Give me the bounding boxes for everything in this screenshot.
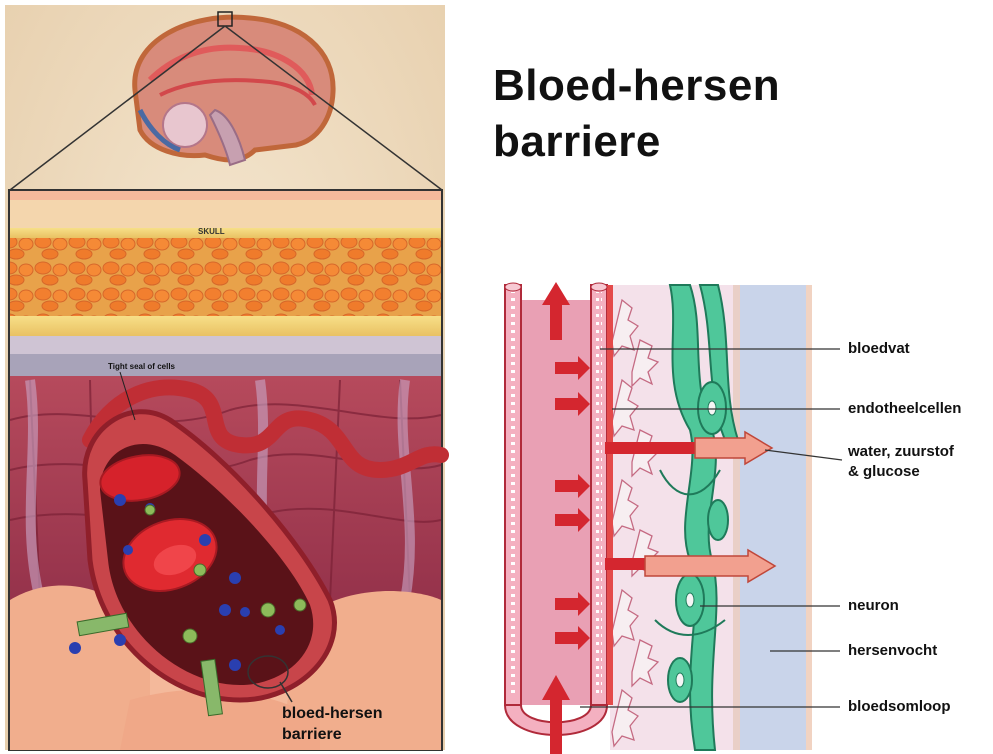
- label-bloedvat: bloedvat: [848, 340, 910, 357]
- label-water-line1: water, zuurstof: [848, 443, 954, 460]
- skull-bone: [10, 238, 441, 316]
- label-endotheelcellen: endotheelcellen: [848, 400, 961, 417]
- skull-label: SKULL: [198, 227, 225, 236]
- label-neuron: neuron: [848, 597, 899, 614]
- barrier-label-line1: bloed-hersen: [282, 705, 382, 723]
- hersenvocht-region: [740, 285, 806, 750]
- title-line-2: barriere: [493, 114, 780, 170]
- zoom-frame: [9, 190, 442, 750]
- page-title: Bloed-hersen barriere: [493, 58, 780, 170]
- barrier-label-line2: barriere: [282, 726, 342, 744]
- label-water-line2: & glucose: [848, 463, 920, 480]
- label-hersenvocht: hersenvocht: [848, 642, 937, 659]
- brain-sagittal-icon: [135, 12, 333, 165]
- label-bloedsomloop: bloedsomloop: [848, 698, 951, 715]
- tight-seal-label: Tight seal of cells: [108, 362, 175, 371]
- title-line-1: Bloed-hersen: [493, 58, 780, 114]
- left-panel: [5, 5, 445, 750]
- right-diagram: [505, 282, 842, 754]
